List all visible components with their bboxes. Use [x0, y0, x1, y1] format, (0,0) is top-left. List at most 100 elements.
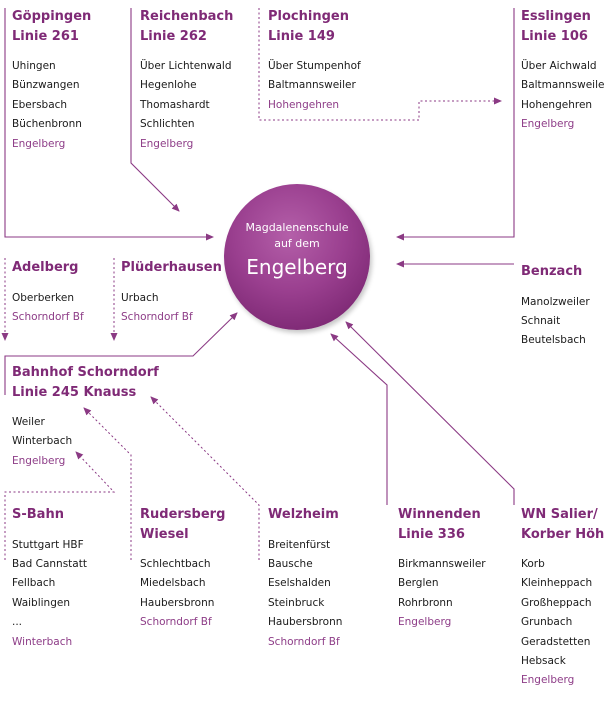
route-welzheim: Welzheim Breitenfürst Bausche Eselshalde… — [268, 505, 342, 652]
stop-item: Hebsack — [521, 655, 566, 668]
route-line: Linie 149 — [268, 28, 335, 44]
stop-item: ... — [12, 616, 23, 629]
stop-item: Schnait — [521, 314, 561, 327]
stop-item: Eselshalden — [268, 577, 331, 590]
stop-item: Geradstetten — [521, 635, 591, 648]
arrow-schorndorf — [4, 312, 238, 395]
stop-item: Steinbruck — [268, 596, 325, 609]
stop-item: Oberberken — [12, 291, 74, 304]
stop-item: Haubersbronn — [268, 616, 343, 629]
arrow-rudersberg — [83, 407, 132, 560]
destination-stop: Engelberg — [521, 118, 575, 131]
arrow-plochingen — [258, 8, 502, 121]
arrow-goeppingen — [4, 8, 214, 241]
destination-stop: Schorndorf Bf — [140, 616, 212, 629]
stop-item: Baltmannsweiler — [268, 79, 356, 92]
stop-item: Großheppach — [521, 596, 592, 609]
route-title: Reichenbach — [140, 9, 234, 24]
destination-stop: Engelberg — [140, 137, 194, 150]
route-plochingen: Plochingen Linie 149 Über Stumpenhof Bal… — [268, 7, 361, 115]
route-title: Welzheim — [268, 507, 339, 522]
destination-stop: Engelberg — [521, 674, 575, 687]
stop-item: Bausche — [268, 557, 313, 570]
stop-item: Ebersbach — [12, 98, 68, 111]
stop-item: Thomashardt — [140, 98, 210, 111]
route-title: Winnenden — [398, 507, 481, 522]
stop-item: Winterbach — [12, 435, 73, 448]
stop-item: Hegenlohe — [140, 79, 197, 92]
stop-item: Schlechtbach — [140, 558, 211, 570]
stop-item: Miedelsbach — [140, 577, 206, 590]
stop-item: Manolzweiler — [521, 295, 590, 308]
route-reichenbach: Reichenbach Linie 262 Über Lichtenwald H… — [140, 7, 233, 154]
route-line: Linie 336 — [398, 526, 465, 542]
route-title: Bahnhof Schorndorf — [12, 365, 159, 380]
route-line: Linie 106 — [521, 28, 588, 44]
destination-stop: Schorndorf Bf — [12, 310, 84, 323]
stop-item: Baltmannsweiler — [521, 79, 604, 92]
destination-stop: Engelberg — [398, 616, 452, 629]
route-goeppingen: Göppingen Linie 261 Uhingen Bünzwangen E… — [12, 7, 91, 154]
route-title: Esslingen — [521, 9, 591, 24]
stop-item: Fellbach — [12, 577, 56, 590]
arrow-wnsalier — [345, 321, 515, 505]
route-title: Plüderhausen — [121, 260, 222, 275]
school-hub: Magdalenenschule auf dem Engelberg — [224, 184, 370, 330]
destination-stop: Engelberg — [12, 454, 66, 467]
hub-subtitle: auf dem — [274, 237, 320, 250]
route-title: S-Bahn — [12, 507, 64, 522]
stop-item: Über Stumpenhof — [268, 60, 361, 72]
stop-item: Birkmannsweiler — [398, 558, 486, 570]
route-title: Benzach — [521, 264, 583, 279]
stop-item: Stuttgart HBF — [12, 538, 84, 551]
route-adelberg: Adelberg Oberberken Schorndorf Bf — [12, 258, 84, 327]
route-title: WN Salier/ — [521, 507, 598, 522]
stop-item: Haubersbronn — [140, 596, 215, 609]
arrow-winnenden — [330, 333, 388, 505]
route-winnenden: Winnenden Linie 336 Birkmannsweiler Berg… — [398, 505, 486, 633]
stop-item: Über Lichtenwald — [140, 60, 232, 72]
stop-item: Grunbach — [521, 616, 573, 629]
stop-item: Kleinheppach — [521, 577, 593, 590]
route-title: Göppingen — [12, 9, 92, 24]
route-wnsalier: WN Salier/ Korber Höhe Korb Kleinheppach… — [521, 505, 604, 691]
route-line: Linie 245 Knauss — [12, 384, 137, 400]
stop-item: Bünzwangen — [12, 79, 80, 92]
stop-item: Über Aichwald — [521, 60, 597, 72]
route-sbahn: S-Bahn Stuttgart HBF Bad Cannstatt Fellb… — [12, 505, 87, 652]
stop-item: Urbach — [121, 291, 159, 304]
route-pluederhausen: Plüderhausen Urbach Schorndorf Bf — [121, 258, 222, 327]
route-rudersberg: Rudersberg Wiesel Schlechtbach Miedelsba… — [140, 505, 225, 633]
destination-stop: Engelberg — [12, 137, 66, 150]
arrow-sbahn — [4, 451, 116, 560]
stop-item: Schlichten — [140, 118, 195, 131]
stop-item: Korb — [521, 558, 545, 570]
route-line: Linie 262 — [140, 28, 207, 44]
stop-item: Bad Cannstatt — [12, 557, 87, 570]
route-benzach: Benzach Manolzweiler Schnait Beutelsbach — [521, 262, 590, 351]
stop-item: Hohengehren — [521, 98, 593, 111]
destination-stop: Winterbach — [12, 635, 73, 648]
route-line: Linie 261 — [12, 28, 79, 44]
stop-item: Breitenfürst — [268, 538, 331, 551]
arrow-esslingen — [396, 8, 515, 241]
stop-item: Uhingen — [12, 60, 56, 72]
route-line: Wiesel — [140, 526, 189, 542]
destination-stop: Hohengehren — [268, 98, 340, 111]
stop-item: Berglen — [398, 577, 439, 590]
hub-location: Engelberg — [246, 255, 348, 279]
arrow-reichenbach — [130, 8, 180, 212]
stop-item: Waiblingen — [12, 596, 70, 609]
stop-item: Beutelsbach — [521, 334, 586, 347]
route-title: Adelberg — [12, 260, 79, 275]
arrow-welzheim — [150, 396, 260, 560]
route-line: Korber Höhe — [521, 526, 604, 542]
destination-stop: Schorndorf Bf — [268, 635, 340, 648]
stop-item: Rohrbronn — [398, 596, 453, 609]
destination-stop: Schorndorf Bf — [121, 310, 193, 323]
hub-school-name: Magdalenenschule — [245, 221, 349, 234]
route-title: Plochingen — [268, 9, 349, 24]
route-schorndorf: Bahnhof Schorndorf Linie 245 Knauss Weil… — [12, 363, 159, 471]
stop-item: Büchenbronn — [12, 118, 82, 131]
